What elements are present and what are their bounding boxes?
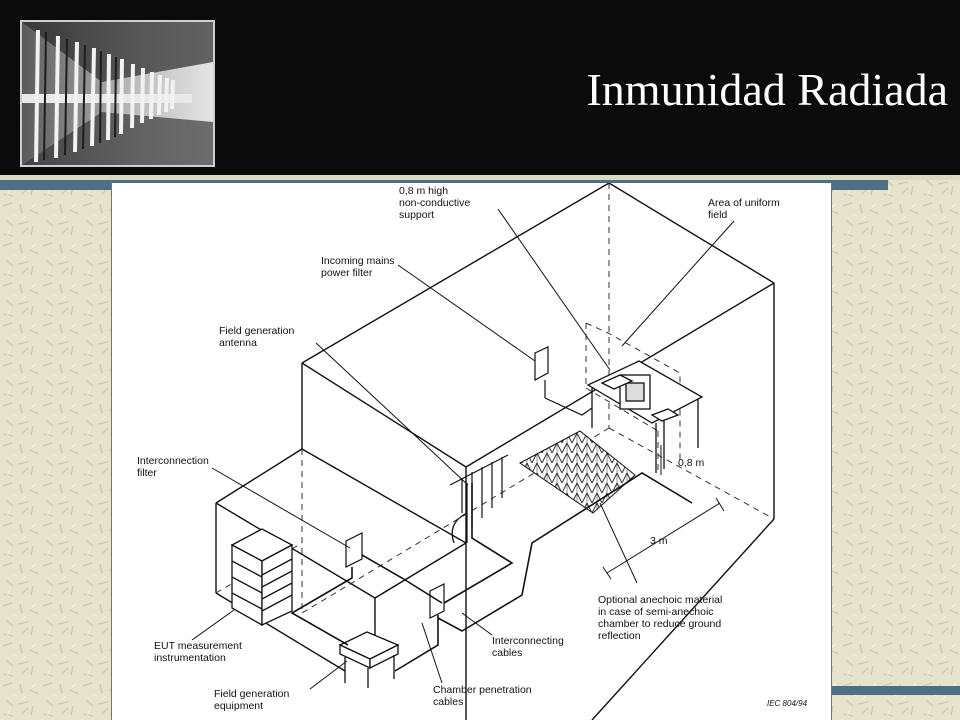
- label-height-dimension: 0,8 m: [678, 457, 705, 469]
- dimension-lines: [602, 445, 725, 580]
- label-antenna: Field generation antenna: [219, 325, 295, 349]
- field-generation-antenna: [449, 454, 509, 544]
- label-anechoic-material: Optional anechoic material in case of se…: [598, 594, 723, 642]
- label-field-generation-equipment: Field generation equipment: [214, 688, 290, 712]
- anechoic-material: [519, 430, 636, 514]
- test-setup-diagram: 0,8 m high non-conductive support Area o…: [111, 183, 832, 720]
- header-divider-light: [0, 175, 960, 180]
- eut-measurement-instrumentation: [230, 528, 294, 627]
- figure-reference: IEC 804/94: [767, 699, 808, 708]
- mains-power-filter: [534, 346, 593, 416]
- leader-lines: [191, 208, 735, 690]
- label-eut-instrumentation: EUT measurement instrumentation: [154, 640, 242, 664]
- slide-title: Inmunidad Radiada: [586, 64, 948, 115]
- label-support: 0,8 m high non-conductive support: [399, 185, 471, 221]
- anechoic-chamber-photo-icon: [20, 20, 215, 167]
- label-uniform-field: Area of uniform field: [708, 197, 780, 221]
- eut-table: [586, 360, 704, 473]
- interconnection-filter: [345, 532, 445, 619]
- label-mains-filter: Incoming mains power filter: [321, 255, 395, 279]
- label-penetration-cables: Chamber penetration cables: [433, 684, 532, 708]
- label-interconnecting-cables: Interconnecting cables: [492, 635, 564, 659]
- cables: [290, 472, 693, 672]
- field-generation-equipment: [338, 631, 400, 688]
- label-interconnection-filter: Interconnection filter: [137, 455, 209, 479]
- bottom-accent-bar: [830, 686, 960, 695]
- label-distance-dimension: 3 m: [650, 535, 668, 547]
